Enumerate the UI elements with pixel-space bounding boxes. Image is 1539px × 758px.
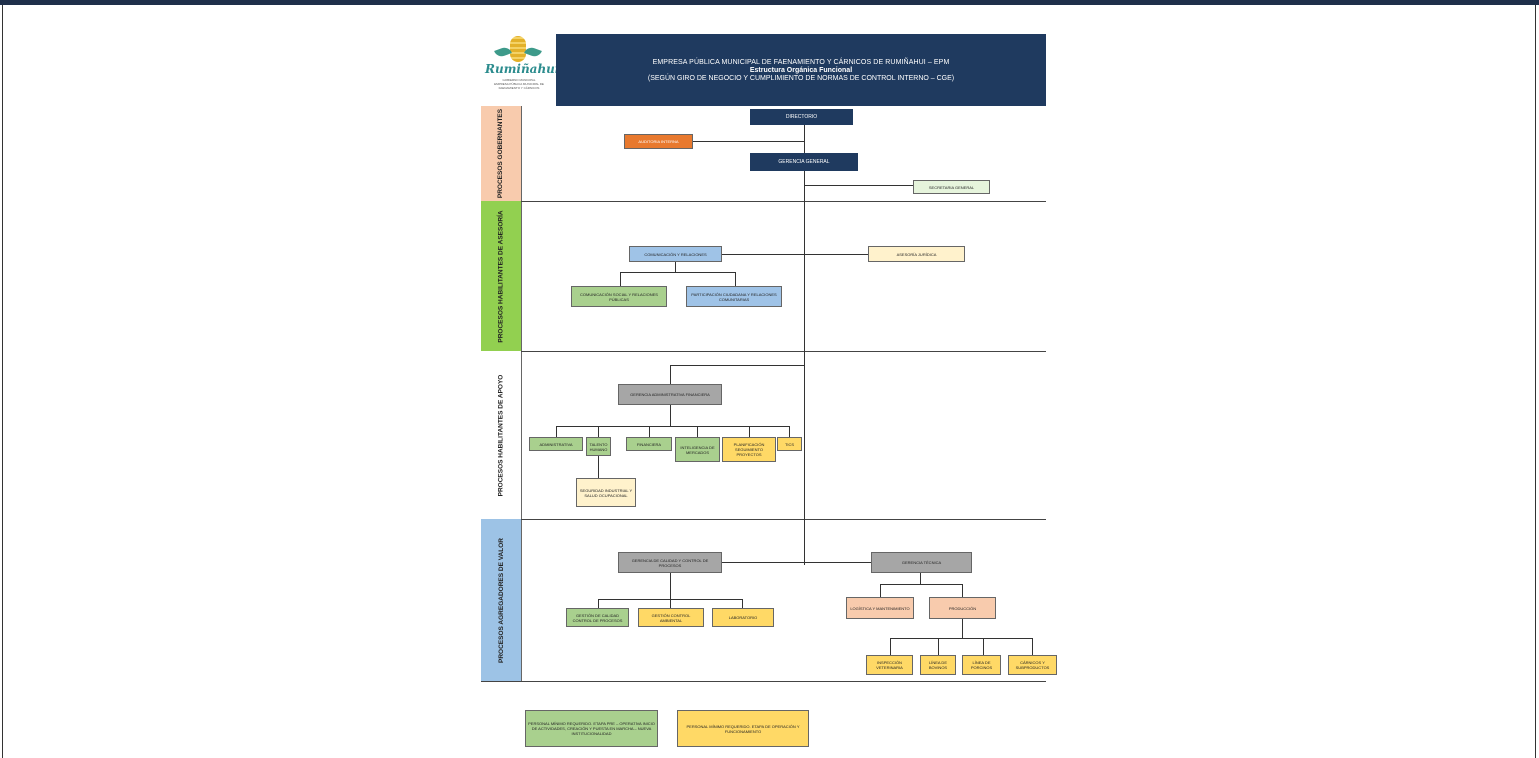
node-tics: TICS	[777, 437, 802, 451]
connector-line	[962, 584, 963, 597]
node-laboratorio: LABORATORIO	[712, 608, 774, 627]
connector-line	[663, 562, 804, 563]
node-comunicacion: COMUNICACIÓN Y RELACIONES	[629, 246, 722, 262]
connector-line	[670, 573, 671, 599]
band-asesoria: PROCESOS HABILITANTES DE ASESORÍA	[481, 201, 521, 351]
connector-line	[620, 272, 735, 273]
node-linea-porcinos: LÍNEA DE PORCINOS	[962, 655, 1001, 675]
connector-line	[693, 254, 868, 255]
node-auditoria: AUDITORIA INTERNA	[624, 134, 693, 149]
connector-line	[938, 638, 939, 655]
org-name: EMPRESA PÚBLICA MUNICIPAL DE FAENAMIENTO…	[652, 58, 950, 66]
separator-line	[481, 681, 1046, 682]
node-inspeccion: INSPECCIÓN VETERINARIA	[866, 655, 913, 675]
chart-title: Estructura Orgánica Funcional	[749, 66, 853, 74]
node-seguridad: SEGURIDAD INDUSTRIAL Y SALUD OCUPACIONAL	[576, 478, 636, 507]
connector-line	[880, 584, 962, 585]
connector-line	[620, 272, 621, 286]
frame-border-left	[2, 5, 3, 758]
node-secretaria: SECRETARIA GENERAL	[913, 180, 990, 194]
node-linea-bovinos: LÍNEA DE BOVINOS	[920, 655, 956, 675]
connector-line	[804, 125, 805, 565]
legend-yellow: PERSONAL MÍNIMO REQUERIDO. ETAPA DE OPER…	[677, 710, 809, 747]
node-asesoria-juridica: ASESORÍA JURÍDICA	[868, 246, 965, 262]
node-talento: TALENTO HUMANO	[586, 437, 611, 456]
connector-line	[920, 573, 921, 584]
chart-subtitle: (SEGÚN GIRO DE NEGOCIO Y CUMPLIMIENTO DE…	[647, 74, 955, 82]
connector-line	[598, 599, 599, 608]
node-carnicos: CÁRNICOS Y SUBPRODUCTOS	[1008, 655, 1057, 675]
connector-line	[890, 638, 1032, 639]
connector-line	[598, 456, 599, 478]
node-ger-admin: GERENCIA ADMINISTRATIVA FINANCIERA	[618, 384, 722, 405]
connector-line	[670, 405, 671, 426]
node-planificacion: PLANIFICACIÓN SEGUIMIENTO PROYECTOS	[722, 437, 776, 462]
band-valor: PROCESOS AGREGADORES DE VALOR	[481, 519, 521, 681]
node-produccion: PRODUCCIÓN	[929, 597, 996, 619]
connector-line	[670, 365, 671, 384]
connector-line	[742, 599, 743, 608]
node-inteligencia: INTELIGENCIA DE MERCADOS	[675, 437, 720, 462]
node-com-social: COMUNICACIÓN SOCIAL Y RELACIONES PÚBLICA…	[571, 286, 667, 307]
connector-line	[789, 426, 790, 437]
separator-line	[521, 519, 1046, 520]
connector-line	[804, 185, 913, 186]
connector-line	[556, 426, 789, 427]
node-gestion-ambiental: GESTIÓN CONTROL AMBIENTAL	[638, 608, 704, 627]
connector-line	[693, 141, 804, 142]
connector-line	[670, 599, 671, 608]
connector-line	[804, 562, 871, 563]
logo-name: Rumiñahui	[485, 62, 560, 76]
node-ger-tecnica: GERENCIA TÉCNICA	[871, 552, 972, 573]
connector-line	[556, 426, 557, 437]
connector-line	[962, 619, 963, 638]
logo-subtitle: GOBIERNO MUNICIPAL EMPRESA PÚBLICA MUNIC…	[494, 78, 544, 90]
band-apoyo: PROCESOS HABILITANTES DE APOYO	[481, 351, 521, 519]
node-directorio: DIRECTORIO	[750, 109, 853, 125]
connector-line	[649, 426, 650, 437]
node-ger-calidad: GERENCIA DE CALIDAD Y CONTROL DE PROCESO…	[618, 552, 722, 573]
node-administrativa: ADMINISTRATIVA	[529, 437, 583, 451]
node-financiera: FINANCIERA	[626, 437, 672, 451]
connector-line	[1032, 638, 1033, 655]
frame-border-right	[1535, 5, 1536, 758]
separator-line	[521, 351, 1046, 352]
connector-line	[890, 638, 891, 655]
node-participacion: PARTICIPACIÓN CIUDADANA Y RELACIONES COM…	[686, 286, 782, 307]
connector-line	[670, 365, 804, 366]
connector-line	[735, 272, 736, 286]
separator-line	[521, 201, 1046, 202]
leaf-icon	[524, 45, 542, 59]
corn-icon	[510, 36, 526, 62]
connector-line	[983, 638, 984, 655]
node-gerencia-general: GERENCIA GENERAL	[750, 153, 858, 171]
node-gestion-calidad: GESTIÓN DE CALIDAD CONTROL DE PROCESOS	[566, 608, 629, 627]
node-logistica: LOGÍSTICA Y MANTENIMIENTO	[846, 597, 914, 619]
band-divider	[521, 106, 522, 681]
chart-header: EMPRESA PÚBLICA MUNICIPAL DE FAENAMIENTO…	[556, 34, 1046, 106]
connector-line	[598, 426, 599, 437]
connector-line	[675, 262, 676, 272]
top-bar	[0, 0, 1539, 5]
connector-line	[697, 426, 698, 437]
connector-line	[749, 426, 750, 437]
band-gobernantes: PROCESOS GOBERNANTES	[481, 106, 521, 201]
logo: Rumiñahui GOBIERNO MUNICIPAL EMPRESA PÚB…	[481, 34, 560, 106]
legend-green: PERSONAL MÍNIMO REQUERIDO. ETAPA PRE – O…	[525, 710, 658, 747]
connector-line	[880, 584, 881, 597]
